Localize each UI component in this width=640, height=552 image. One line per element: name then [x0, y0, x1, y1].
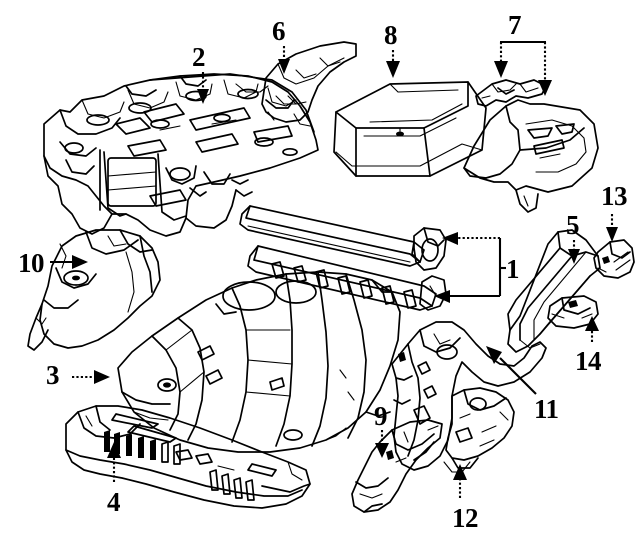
- part-6-corner-bracket: [261, 41, 357, 123]
- callout-9[interactable]: 9: [374, 401, 388, 431]
- callout-3[interactable]: 3: [46, 360, 60, 390]
- callout-4[interactable]: 4: [107, 487, 121, 517]
- part-4-floor-crossmember: [65, 405, 311, 509]
- callout-1[interactable]: 1: [506, 254, 520, 284]
- callout-10[interactable]: 10: [18, 248, 45, 278]
- callout-6[interactable]: 6: [272, 16, 286, 46]
- part-1-sill-rails: [239, 205, 447, 311]
- part-5-side-rail-extension: [507, 229, 601, 353]
- part-14-reinforcement-plate: [547, 295, 599, 329]
- callout-14[interactable]: 14: [575, 346, 602, 376]
- part-3-center-floor-pan: [117, 271, 401, 453]
- callout-leaders: [50, 40, 618, 498]
- part-rear-floor-extension: [463, 99, 599, 213]
- part-8-spare-tire-well-pan: [333, 81, 487, 177]
- callout-8[interactable]: 8: [384, 20, 398, 50]
- part-7-well-reinforcements: [475, 79, 547, 107]
- part-13-mounting-bracket: [593, 239, 635, 279]
- callout-11[interactable]: 11: [534, 394, 559, 424]
- callout-13[interactable]: 13: [601, 181, 628, 211]
- callout-7[interactable]: 7: [508, 10, 522, 40]
- part-2-rear-shelf-panel: [43, 73, 319, 237]
- part-11-wheelhouse-outer: [391, 321, 547, 471]
- part-9-lower-gusset: [351, 419, 443, 513]
- part-10-inner-wheelhouse: [27, 229, 161, 351]
- callout-2[interactable]: 2: [192, 42, 206, 72]
- callout-5[interactable]: 5: [566, 210, 580, 240]
- callout-12[interactable]: 12: [452, 503, 479, 533]
